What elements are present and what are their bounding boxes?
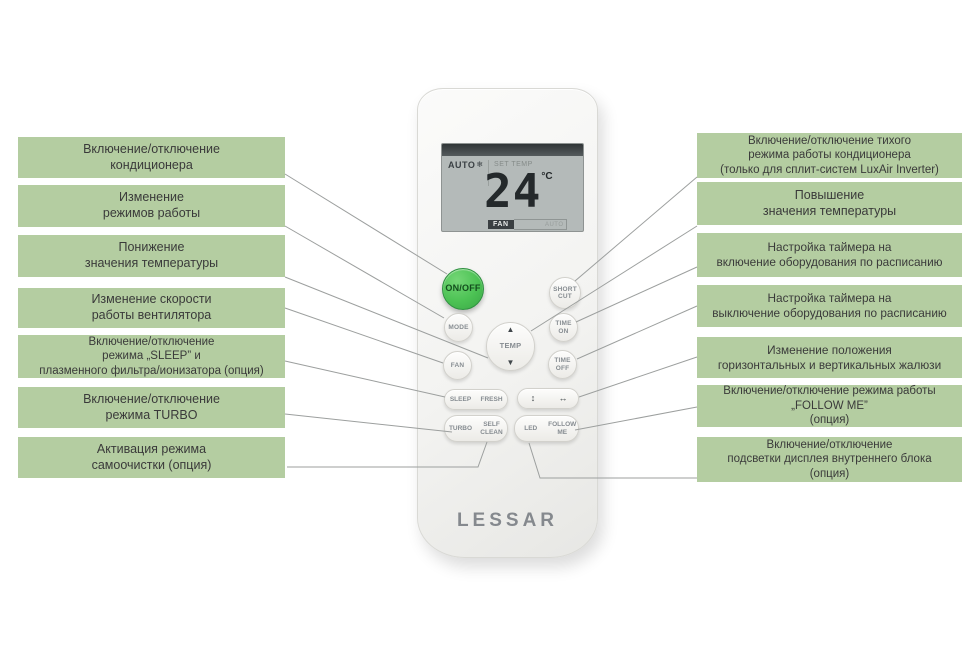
callout-fan-speed: Изменение скорости работы вентилятора: [18, 288, 285, 328]
turbo-clean-pill: TURBO SELF CLEAN: [444, 415, 508, 442]
on-off-button[interactable]: ON/OFF: [442, 268, 484, 310]
lcd-divider: [488, 160, 490, 186]
callout-timer-off: Настройка таймера на выключение оборудов…: [697, 285, 962, 327]
lcd-screen: AUTO ❄ SET TEMP 24 °C FAN AUTO: [442, 156, 583, 231]
mode-snowflake-icon: ❄: [476, 160, 484, 169]
time-off-button[interactable]: TIME OFF: [548, 350, 577, 379]
led-button[interactable]: LED: [524, 424, 538, 432]
self-clean-button[interactable]: SELF CLEAN: [480, 421, 503, 436]
callout-turbo: Включение/отключение режима TURBO: [18, 387, 285, 428]
callout-follow-me: Включение/отключение режима работы „FOLL…: [697, 385, 962, 427]
lcd-fan-badge: FAN: [488, 220, 514, 229]
lcd-temperature-unit: °C: [541, 171, 553, 182]
mode-button[interactable]: MODE: [444, 313, 473, 342]
swing-pill: ↕ ↔: [517, 388, 579, 409]
temp-rocker[interactable]: ▲ TEMP ▼: [486, 322, 535, 371]
lcd-set-temp-label: SET TEMP: [494, 161, 533, 168]
brand-logo: LESSAR: [456, 510, 559, 531]
fresh-button[interactable]: FRESH: [480, 395, 503, 403]
turbo-button[interactable]: TURBO: [448, 424, 473, 432]
time-on-button[interactable]: TIME ON: [549, 313, 578, 342]
lcd-temperature-value: 24: [484, 164, 542, 218]
display-bezel: [442, 144, 583, 156]
temp-label: TEMP: [499, 341, 522, 351]
callout-self-clean: Активация режима самоочистки (опция): [18, 437, 285, 478]
callout-mode: Изменение режимов работы: [18, 185, 285, 227]
fan-button[interactable]: FAN: [443, 351, 472, 380]
callout-power: Включение/отключение кондиционера: [18, 137, 285, 178]
callout-quiet-mode: Включение/отключение тихого режима работ…: [697, 133, 962, 178]
swing-horizontal-button[interactable]: ↔: [558, 392, 568, 403]
callout-louvers: Изменение положения горизонтальных и вер…: [697, 337, 962, 378]
swing-vertical-button[interactable]: ↕: [530, 392, 536, 403]
sleep-fresh-pill: SLEEP FRESH: [444, 389, 508, 410]
callout-timer-on: Настройка таймера на включение оборудова…: [697, 233, 962, 277]
short-cut-button[interactable]: SHORT CUT: [549, 277, 581, 309]
callout-temp-down: Понижение значения температуры: [18, 235, 285, 277]
lcd-mode-text: AUTO: [448, 160, 476, 170]
callout-sleep: Включение/отключение режима „SLEEP” и пл…: [18, 335, 285, 378]
remote-display: AUTO ❄ SET TEMP 24 °C FAN AUTO: [441, 143, 584, 232]
temp-down-button[interactable]: ▼: [506, 358, 515, 367]
lcd-fan-value: AUTO: [513, 219, 567, 230]
temp-up-button[interactable]: ▲: [506, 325, 515, 334]
callout-led: Включение/отключение подсветки дисплея в…: [697, 437, 962, 482]
led-follow-pill: LED FOLLOW ME: [514, 415, 579, 442]
callout-temp-up: Повышение значения температуры: [697, 182, 962, 225]
remote-control: AUTO ❄ SET TEMP 24 °C FAN AUTO ON/OFF SH…: [417, 88, 598, 558]
follow-me-button[interactable]: FOLLOW ME: [548, 421, 577, 436]
sleep-button[interactable]: SLEEP: [449, 395, 472, 403]
